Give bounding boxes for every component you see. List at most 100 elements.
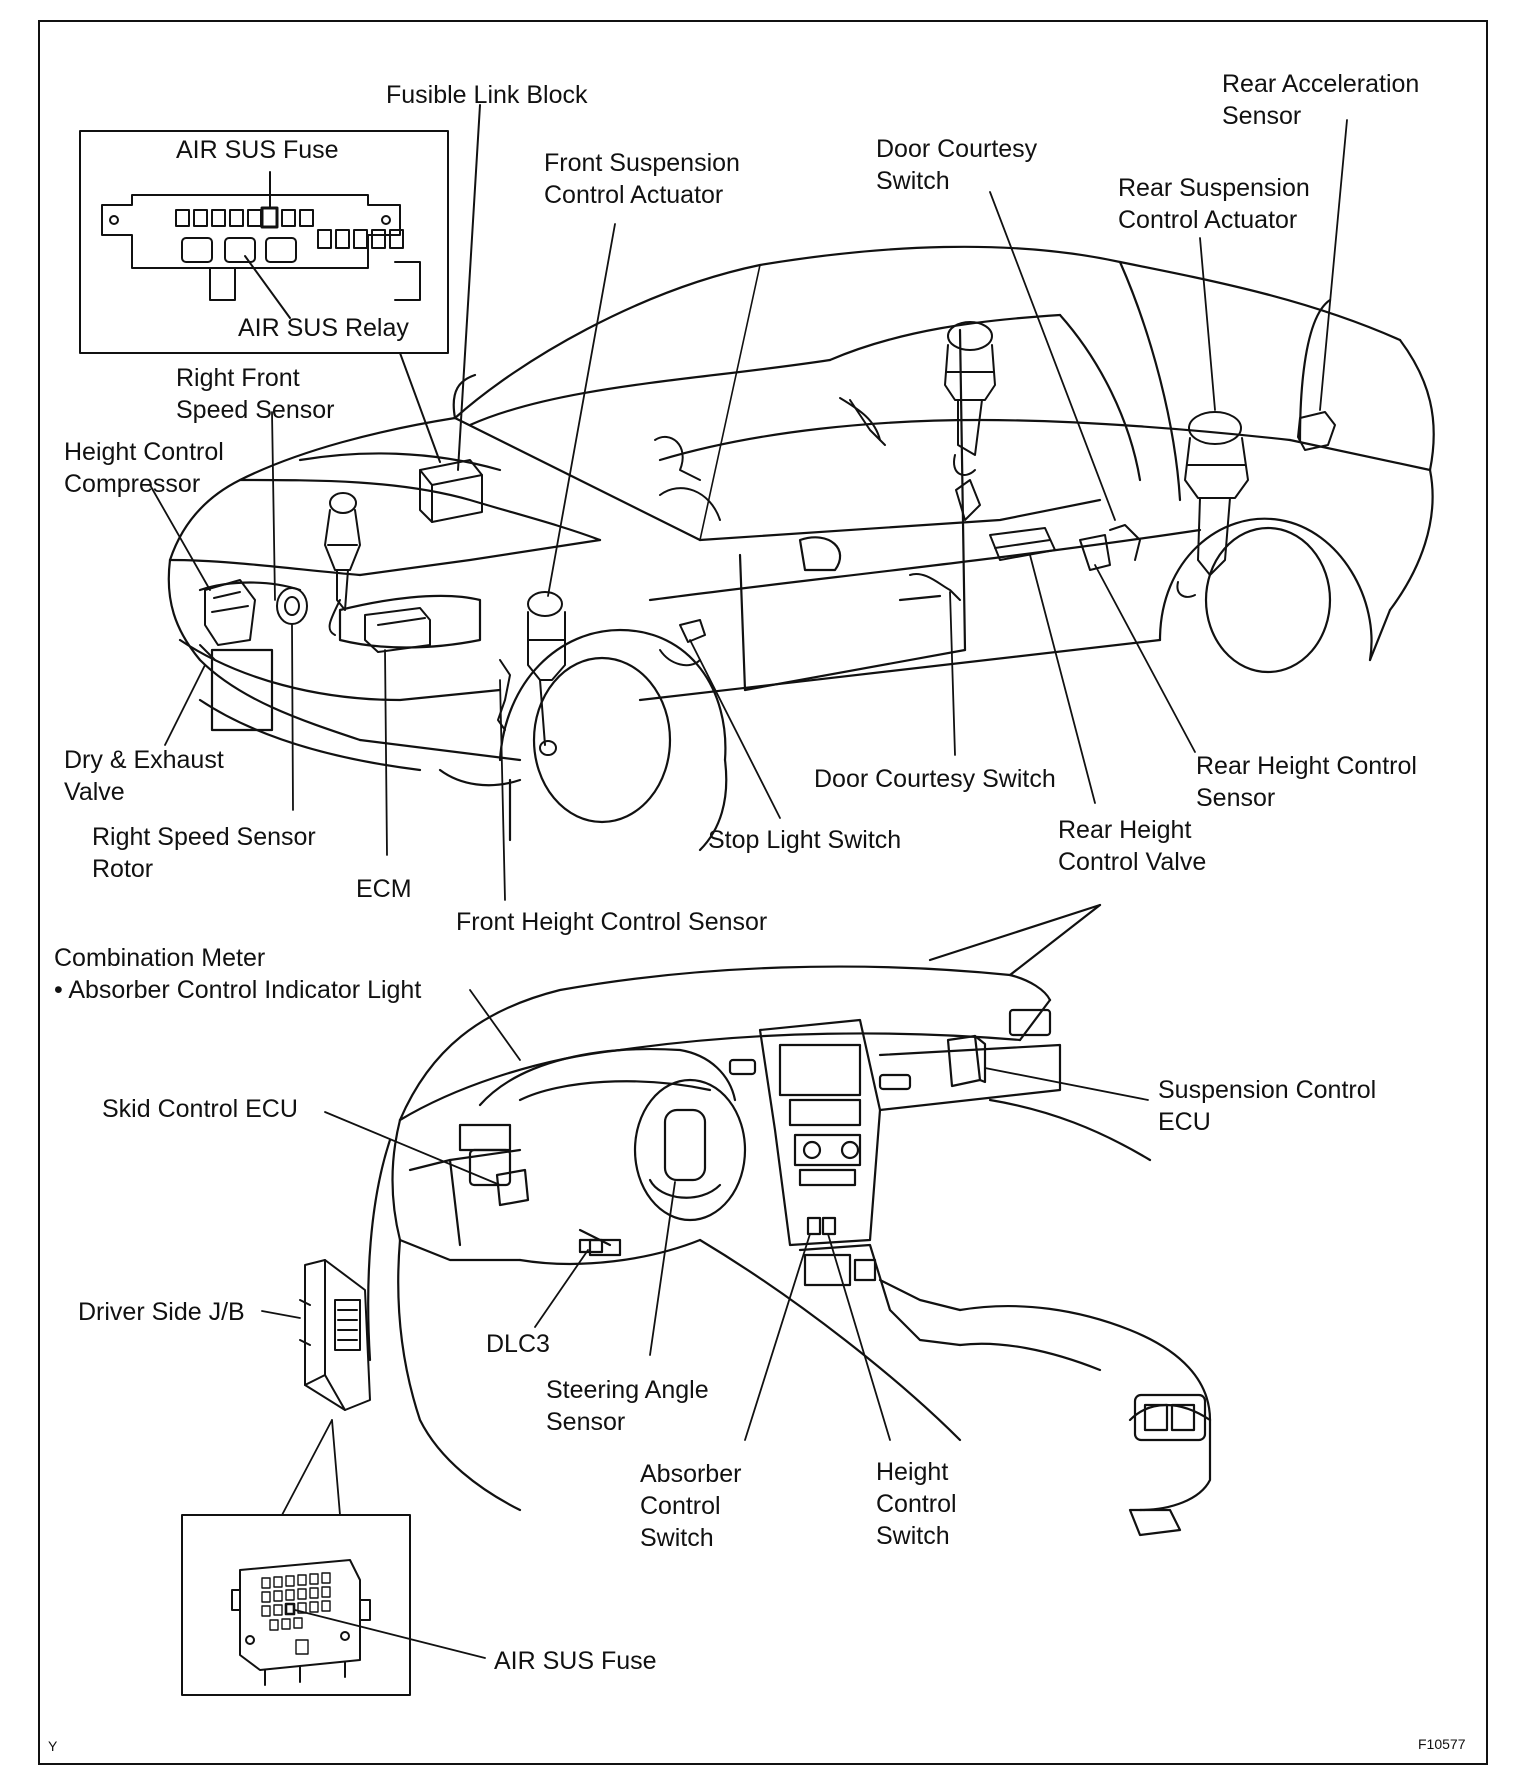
label-height-control-switch-1: Height [876,1458,949,1486]
label-right-speed-sensor-rotor-2: Rotor [92,855,154,883]
height-control-compressor-part [199,579,256,661]
height-control-switch-part [821,1216,837,1236]
door-switch-front-part [654,435,701,481]
leader-rear-height-control-sensor [1094,564,1196,753]
figure-code: F10577 [1418,1736,1466,1752]
label-rear-acceleration-sensor-2: Sensor [1222,102,1302,130]
fusible-link-block-part [419,459,483,523]
leader-jb-inset-right [331,1419,341,1516]
label-right-front-speed-sensor-1: Right Front [176,364,300,392]
leader-skid-control-ecu [324,1111,501,1186]
leader-air-sus-relay [244,255,291,319]
leader-suspension-control-ecu [984,1067,1149,1101]
leader-rear-height-control-valve [1029,554,1096,804]
skid-control-ecu-part [495,1168,530,1207]
door-switch-mid-part [909,573,961,601]
label-absorber-control-switch-3: Switch [640,1524,714,1552]
dlc3-part [578,1238,604,1254]
diagram-frame [38,20,1488,1765]
label-height-control-compressor-2: Compressor [64,470,201,498]
suspension-control-ecu-part [946,1034,982,1088]
label-fusible-link-block: Fusible Link Block [386,81,588,109]
leader-stop-light-switch [689,639,781,819]
car-illustration [167,245,1435,852]
label-ecm: ECM [356,875,412,903]
leader-height-control-switch [827,1233,891,1441]
label-dry-exhaust-valve-2: Valve [64,778,125,806]
driver-side-jb-part [299,1259,371,1411]
leader-front-height-control-sensor [499,679,506,901]
label-combination-meter-2: • Absorber Control Indicator Light [54,976,422,1004]
car-components [199,321,1336,756]
label-suspension-control-ecu-2: ECU [1158,1108,1211,1136]
label-driver-side-jb: Driver Side J/B [78,1298,245,1326]
front-strut-right [324,492,361,636]
label-height-control-compressor-1: Height Control [64,438,224,466]
leader-rear-suspension-actuator [1199,237,1216,411]
label-steering-angle-sensor-2: Sensor [546,1408,626,1436]
fusible-link-inset [79,104,481,471]
leader-dry-exhaust-valve [164,664,206,746]
label-air-sus-fuse-top: AIR SUS Fuse [176,136,339,164]
leader-steering-angle-sensor [649,1181,676,1356]
leader-ecm [384,649,388,856]
label-stop-light-switch: Stop Light Switch [708,826,902,854]
label-rear-acceleration-sensor-1: Rear Acceleration [1222,70,1420,98]
label-suspension-control-ecu-1: Suspension Control [1158,1076,1377,1104]
leader-rear-acceleration-sensor [1319,119,1348,411]
door-switch-rear-part [1109,524,1141,561]
label-height-control-switch-2: Control [876,1490,957,1518]
label-absorber-control-switch-2: Control [640,1492,721,1520]
label-rear-height-control-valve-1: Rear Height [1058,816,1192,844]
rear-height-control-valve-part [989,527,1056,561]
front-strut-left [527,591,566,756]
jb-fuse-inset [181,1514,486,1696]
leader-fusible-link-to-car [399,352,441,463]
label-absorber-control-switch-1: Absorber [640,1460,742,1488]
label-combination-meter-1: Combination Meter [54,944,266,972]
leader-driver-side-jb [261,1310,301,1319]
leader-absorber-control-switch [744,1233,811,1441]
relay-row [181,237,297,263]
label-door-courtesy-switch-mid: Door Courtesy Switch [814,765,1056,793]
label-right-speed-sensor-rotor-1: Right Speed Sensor [92,823,316,851]
label-front-suspension-actuator-2: Control Actuator [544,181,724,209]
leader-right-speed-sensor-rotor [291,624,294,811]
label-door-courtesy-switch-top-1: Door Courtesy [876,135,1038,163]
leader-jb-inset-left [281,1419,333,1516]
label-steering-angle-sensor-1: Steering Angle [546,1376,709,1404]
leader-front-suspension-actuator [547,223,616,597]
rear-acceleration-sensor-part [1297,411,1336,451]
ecm-part [364,607,431,653]
rear-height-control-sensor-part [1079,534,1111,571]
corner-code: Y [48,1738,58,1754]
label-air-sus-relay: AIR SUS Relay [238,314,409,342]
label-front-suspension-actuator-1: Front Suspension [544,149,740,177]
leader-height-control-compressor [149,484,211,591]
rear-strut-right [1176,411,1249,598]
label-rear-suspension-actuator-2: Control Actuator [1118,206,1298,234]
stop-light-switch-part [679,619,706,643]
leader-door-courtesy-switch-top [989,191,1116,521]
label-skid-control-ecu: Skid Control ECU [102,1095,298,1123]
label-door-courtesy-switch-top-2: Switch [876,167,950,195]
dashboard-leader-lines [261,989,1149,1441]
leader-fusible-link-block [457,104,481,471]
label-air-sus-fuse-bottom: AIR SUS Fuse [494,1647,657,1675]
absorber-control-switch-part [806,1216,822,1236]
label-rear-height-control-sensor-2: Sensor [1196,784,1276,812]
car-leader-lines [149,119,1348,901]
label-dry-exhaust-valve-1: Dry & Exhaust [64,746,224,774]
speed-sensor-rotor-part [276,587,308,625]
fuse-row [175,206,404,249]
label-height-control-switch-3: Switch [876,1522,950,1550]
dashboard-illustration [367,903,1212,1537]
label-right-front-speed-sensor-2: Speed Sensor [176,396,335,424]
label-rear-height-control-sensor-1: Rear Height Control [1196,752,1417,780]
rear-strut-left [944,321,996,521]
label-front-height-control-sensor: Front Height Control Sensor [456,908,768,936]
label-dlc3: DLC3 [486,1330,550,1358]
fuse-block-drawing [101,194,421,301]
leader-air-sus-fuse-bottom [294,1609,486,1659]
